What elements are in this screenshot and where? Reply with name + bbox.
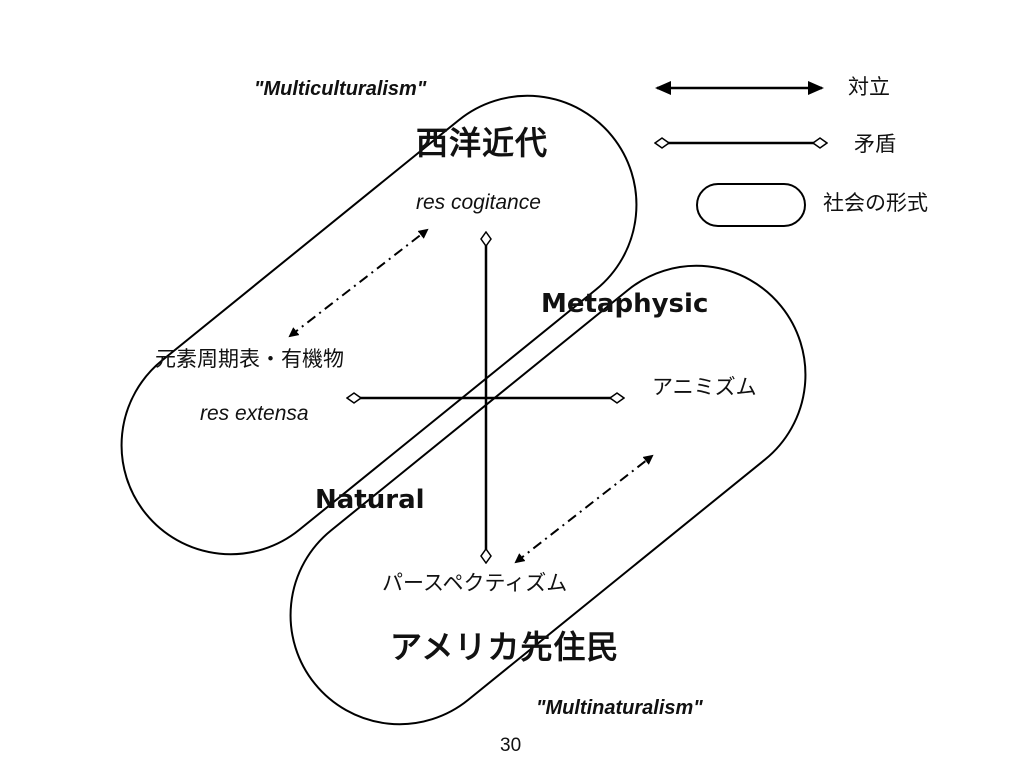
- multiculturalism-label: "Multiculturalism": [254, 78, 427, 100]
- perspectivism-label: パースペクティズム: [382, 571, 568, 595]
- res-extensa-label: res extensa: [200, 402, 309, 425]
- natural-label: Natural: [315, 485, 425, 515]
- multinaturalism-label: "Multinaturalism": [536, 697, 703, 719]
- american-natives-title: アメリカ先住民: [390, 628, 620, 666]
- animism-label: アニミズム: [652, 375, 757, 399]
- legend-contradiction-label: 矛盾: [854, 132, 896, 156]
- legend-social-form-label: 社会の形式: [823, 191, 928, 215]
- opposition-arrow-upper: [288, 228, 429, 338]
- social-form-american-natives: [289, 264, 807, 726]
- periodic-table-label: 元素周期表・有機物: [155, 347, 344, 371]
- res-cogitance-label: res cogitance: [416, 191, 541, 214]
- metaphysic-label: Metaphysic: [541, 289, 709, 319]
- page-number: 30: [500, 735, 522, 756]
- legend-social-form-shape: [696, 183, 806, 227]
- social-form-western-modern: [120, 94, 638, 556]
- opposition-arrow-lower: [514, 454, 654, 564]
- western-modern-title: 西洋近代: [416, 124, 549, 162]
- legend-opposition-label: 対立: [848, 75, 890, 99]
